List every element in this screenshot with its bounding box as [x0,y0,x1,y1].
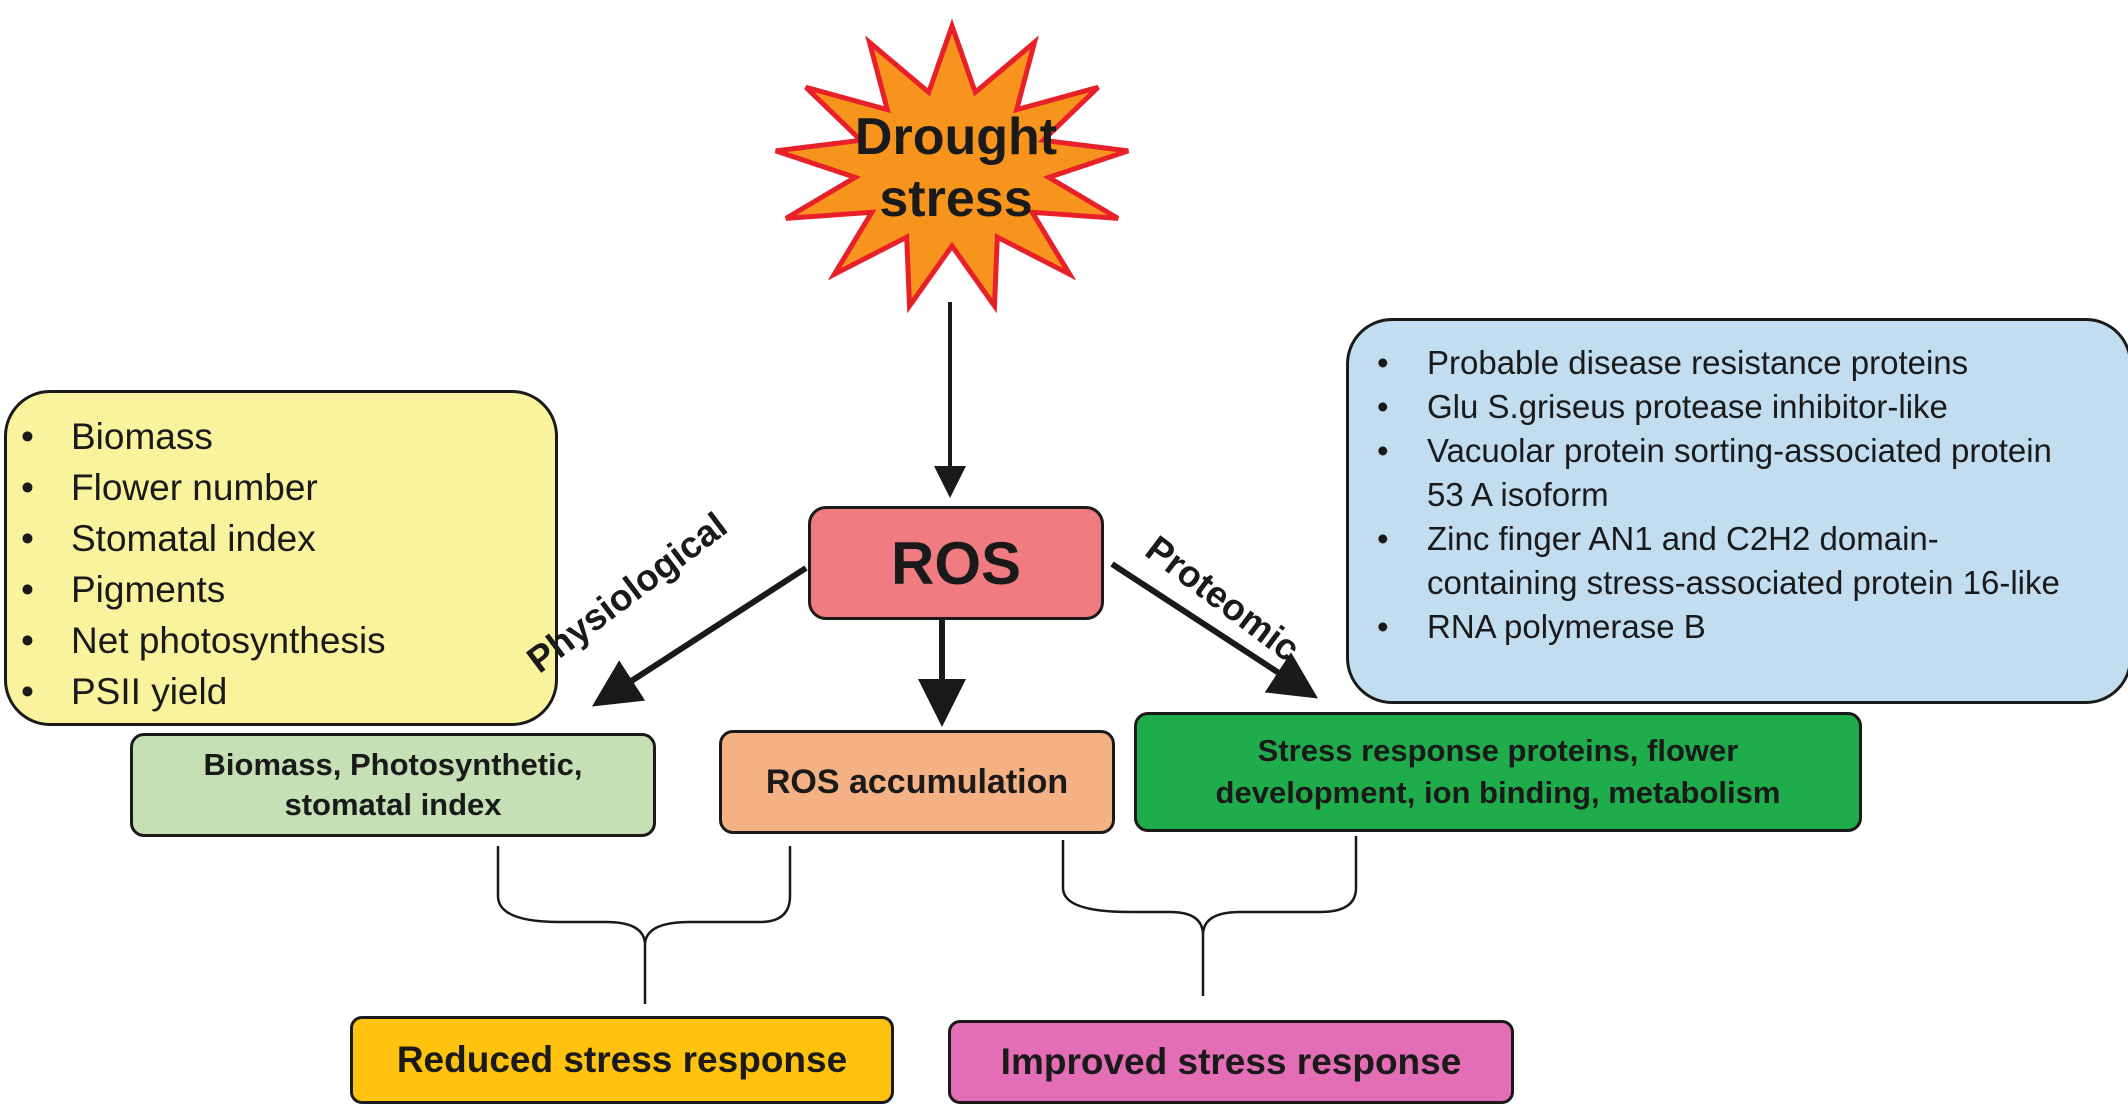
list-item: Flower number [21,462,545,513]
improved-stress-response-box: Improved stress response [948,1020,1514,1104]
ros-label: ROS [890,529,1022,597]
ros-accumulation-label: ROS accumulation [765,762,1069,801]
physiological-parameters-list: Biomass Flower number Stomatal index Pig… [21,411,545,717]
physiological-outcome-box: Biomass, Photosynthetic, stomatal index [130,733,656,837]
list-item: RNA polymerase B [1377,605,2083,649]
physiological-parameters-box: Biomass Flower number Stomatal index Pig… [4,390,558,726]
proteomic-outcome-box: Stress response proteins, flower develop… [1134,712,1862,832]
list-item: Net photosynthesis [21,615,545,666]
proteomic-findings-list: Probable disease resistance proteins Glu… [1377,341,2083,649]
list-item: Pigments [21,564,545,615]
list-item: Vacuolar protein sorting-associated prot… [1377,429,2083,517]
stressor-label-line1: Drought [855,108,1057,166]
physiological-outcome-line1: Biomass, Photosynthetic, [203,747,583,782]
arrow-ros-to-physiological [591,565,808,707]
proteomic-outcome-line2: development, ion binding, metabolism [1215,775,1781,810]
list-item: Glu S.griseus protease inhibitor-like [1377,385,2083,429]
drought-starburst-shape [775,18,1129,314]
arrow-ros-to-proteomic [1110,561,1319,699]
improved-stress-response-label: Improved stress response [1000,1041,1462,1082]
list-item: Probable disease resistance proteins [1377,341,2083,385]
proteomic-findings-box: Probable disease resistance proteins Glu… [1346,318,2128,704]
brace-reduced [496,846,792,1004]
reduced-stress-response-label: Reduced stress response [396,1039,848,1080]
reduced-stress-response-box: Reduced stress response [350,1016,894,1104]
list-item: Stomatal index [21,513,545,564]
brace-improved [1061,836,1358,996]
list-item: Biomass [21,411,545,462]
ros-accumulation-box: ROS accumulation [719,730,1115,834]
stressor-label-line2: stress [879,170,1032,228]
list-item: PSII yield [21,666,545,717]
ros-box: ROS [808,506,1104,620]
list-item: Zinc finger AN1 and C2H2 domain-containi… [1377,517,2083,605]
proteomic-outcome-line1: Stress response proteins, flower [1257,733,1739,768]
physiological-outcome-line2: stomatal index [284,787,502,822]
